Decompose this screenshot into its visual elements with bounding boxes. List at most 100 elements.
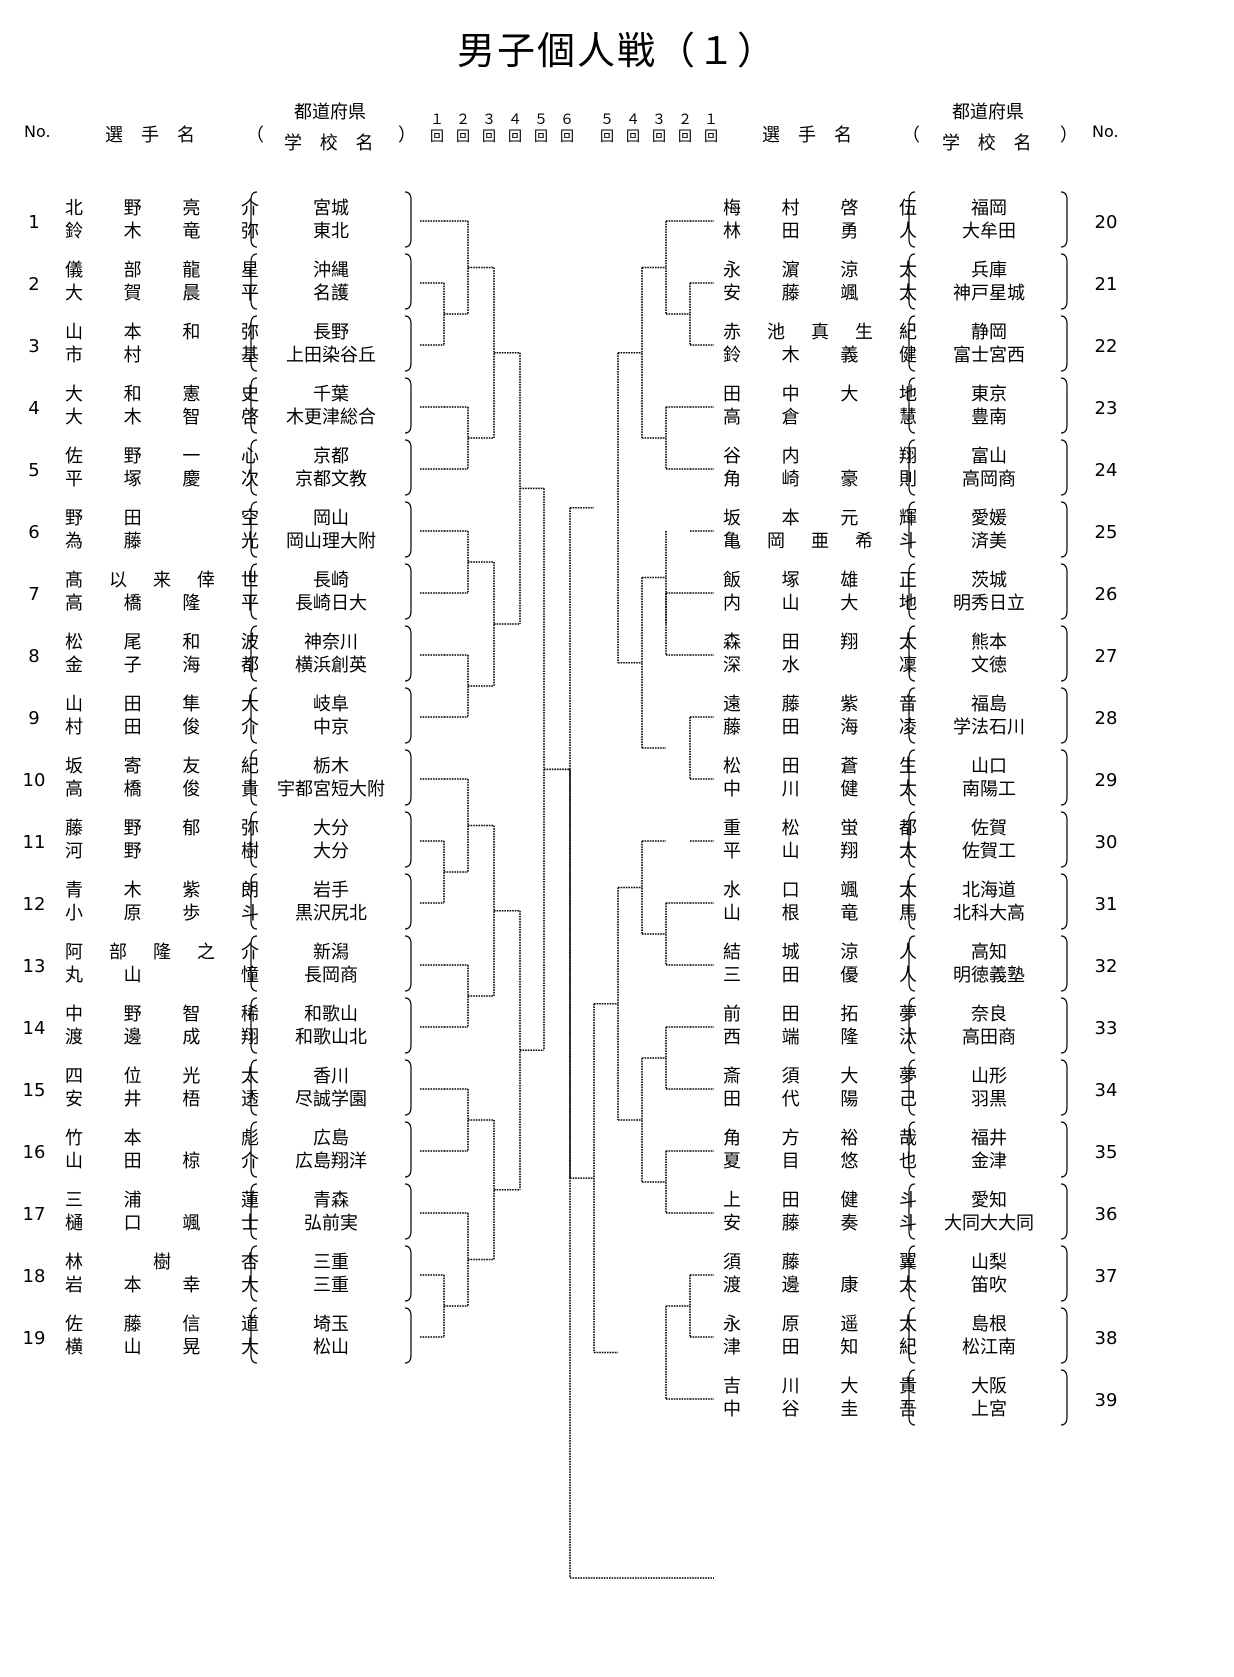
school-name: 上田染谷丘	[286, 345, 376, 366]
entry-number: 20	[1094, 212, 1118, 233]
entry-number: 32	[1094, 956, 1118, 977]
school-name: 大分	[313, 841, 349, 862]
player-name: 横山晃大	[65, 1337, 259, 1358]
school-name: 学法石川	[953, 717, 1025, 738]
paren-right	[404, 253, 412, 310]
school-name: 黒沢尻北	[295, 903, 367, 924]
paren-left	[250, 315, 258, 372]
paren-right	[404, 439, 412, 496]
player-name: 三浦蓮	[65, 1190, 259, 1211]
paren-left	[250, 377, 258, 434]
paren-right	[404, 191, 412, 248]
entry-number: 6	[28, 522, 40, 543]
player-name: 赤池真生紀	[723, 322, 917, 343]
prefecture-name: 長崎	[313, 570, 349, 591]
player-name: 永濵涼太	[723, 260, 917, 281]
player-name: 竹本彪	[65, 1128, 259, 1149]
entry-number: 3	[28, 336, 40, 357]
prefecture-name: 島根	[971, 1314, 1007, 1335]
school-name: 宇都宮短大附	[277, 779, 385, 800]
paren-left	[908, 1121, 916, 1178]
header-no-right: No.	[1092, 122, 1119, 141]
header-round-6: ６ 回	[560, 112, 574, 145]
player-name: 須藤翼	[723, 1252, 917, 1273]
prefecture-name: 高知	[971, 942, 1007, 963]
entry-number: 33	[1094, 1018, 1118, 1039]
school-name: 長岡商	[304, 965, 358, 986]
prefecture-name: 茨城	[971, 570, 1007, 591]
prefecture-name: 北海道	[962, 880, 1016, 901]
player-name: 中川健太	[723, 779, 917, 800]
entry-number: 4	[28, 398, 40, 419]
school-name: 羽黒	[971, 1089, 1007, 1110]
player-name: 内山大地	[723, 593, 917, 614]
entry-number: 28	[1094, 708, 1118, 729]
prefecture-name: 埼玉	[313, 1314, 349, 1335]
paren-right	[1060, 1121, 1068, 1178]
paren-left	[908, 625, 916, 682]
school-name: 富士宮西	[953, 345, 1025, 366]
prefecture-name: 千葉	[313, 384, 349, 405]
paren-right	[1060, 811, 1068, 868]
entry-number: 14	[22, 1018, 46, 1039]
paren-left	[250, 501, 258, 558]
player-name: 佐藤信道	[65, 1314, 259, 1335]
player-name: 重松蛍都	[723, 818, 917, 839]
school-name: 名護	[313, 283, 349, 304]
school-name: 横浜創英	[295, 655, 367, 676]
entry-number: 18	[22, 1266, 46, 1287]
paren-left	[250, 625, 258, 682]
prefecture-name: 山梨	[971, 1252, 1007, 1273]
entry-number: 24	[1094, 460, 1118, 481]
player-name: 亀岡亜希斗	[723, 531, 917, 552]
player-name: 藤野郁弥	[65, 818, 259, 839]
player-name: 深水凜	[723, 655, 917, 676]
player-name: 飯塚雄正	[723, 570, 917, 591]
header-round-left-1: １ 回	[430, 112, 444, 145]
paren-right	[1060, 687, 1068, 744]
entry-number: 15	[22, 1080, 46, 1101]
school-name: 上宮	[971, 1399, 1007, 1420]
paren-left	[250, 1059, 258, 1116]
entry-number: 31	[1094, 894, 1118, 915]
entry-number: 1	[28, 212, 40, 233]
paren-right	[1060, 1307, 1068, 1364]
entry-number: 39	[1094, 1390, 1118, 1411]
header-round-left-3: ３ 回	[482, 112, 496, 145]
header-player-name-left: 選 手 名	[105, 125, 195, 146]
header-round-right-5: １ 回	[704, 112, 718, 145]
prefecture-name: 栃木	[313, 756, 349, 777]
player-name: 中野智稀	[65, 1004, 259, 1025]
paren-right	[1060, 501, 1068, 558]
prefecture-name: 広島	[313, 1128, 349, 1149]
school-name: 松山	[313, 1337, 349, 1358]
entry-number: 22	[1094, 336, 1118, 357]
prefecture-name: 宮城	[313, 198, 349, 219]
prefecture-name: 長野	[313, 322, 349, 343]
entry-number: 17	[22, 1204, 46, 1225]
player-name: 市村基	[65, 345, 259, 366]
school-name: 京都文教	[295, 469, 367, 490]
prefecture-name: 福島	[971, 694, 1007, 715]
paren-left	[908, 1059, 916, 1116]
entry-number: 35	[1094, 1142, 1118, 1163]
header-round-right-3: ３ 回	[652, 112, 666, 145]
school-name: 金津	[971, 1151, 1007, 1172]
header-round-left-5: ５ 回	[534, 112, 548, 145]
prefecture-name: 大分	[313, 818, 349, 839]
header-paren-open-left: （	[246, 125, 264, 146]
player-name: 田代陽己	[723, 1089, 917, 1110]
paren-left	[908, 935, 916, 992]
prefecture-name: 富山	[971, 446, 1007, 467]
paren-left	[908, 253, 916, 310]
school-name: 木更津総合	[286, 407, 376, 428]
